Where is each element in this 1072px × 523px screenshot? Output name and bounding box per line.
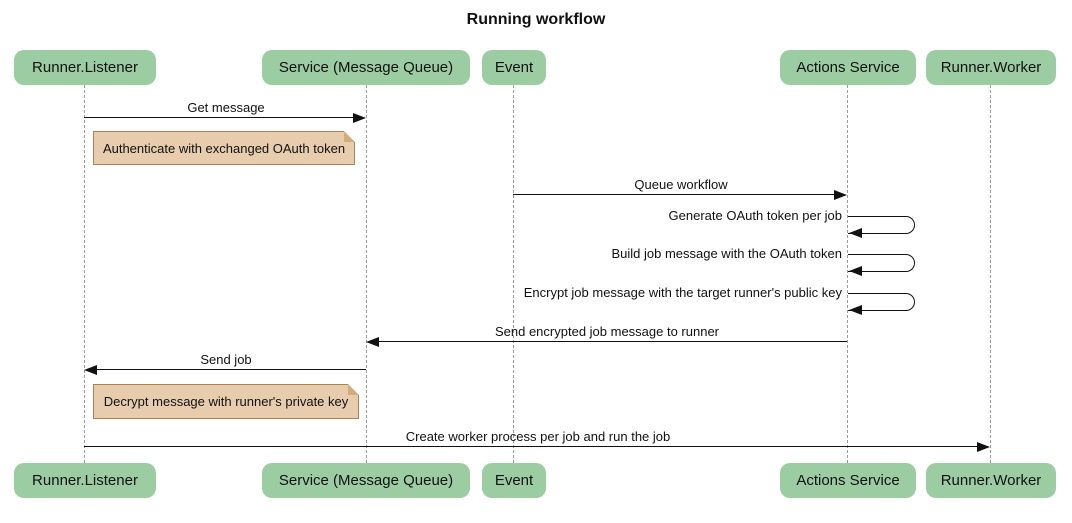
message-label-get-message: Get message — [187, 100, 265, 115]
arrowhead-right-icon — [353, 113, 366, 123]
lifeline-runner-worker — [990, 85, 991, 463]
message-label-send-encrypted: Send encrypted job message to runner — [494, 324, 720, 339]
message-line-create-worker — [84, 446, 978, 447]
lifeline-service-mq — [366, 85, 367, 463]
arrowhead-left-icon — [366, 337, 379, 347]
arrowhead-left-icon — [849, 266, 862, 276]
actor-top-service-mq: Service (Message Queue) — [262, 50, 470, 85]
arrowhead-left-icon — [849, 305, 862, 315]
actor-top-actions-service: Actions Service — [780, 50, 916, 85]
lifeline-actions-service — [847, 85, 848, 463]
arrowhead-left-icon — [849, 228, 862, 238]
actor-top-runner-listener: Runner.Listener — [14, 50, 156, 85]
diagram-title: Running workflow — [466, 11, 606, 28]
message-label-send-job: Send job — [200, 352, 252, 367]
self-message-label-encrypt-message: Encrypt job message with the target runn… — [523, 285, 842, 300]
arrowhead-left-icon — [84, 365, 97, 375]
actor-bottom-actions-service: Actions Service — [780, 463, 916, 498]
self-message-label-generate-token: Generate OAuth token per job — [668, 208, 842, 223]
self-loop-line — [848, 293, 915, 311]
self-loop-line — [848, 216, 915, 234]
lifeline-runner-listener — [84, 85, 85, 463]
self-loop-line — [848, 254, 915, 272]
actor-top-runner-worker: Runner.Worker — [926, 50, 1056, 85]
arrowhead-right-icon — [977, 442, 990, 452]
actor-bottom-event: Event — [482, 463, 546, 498]
lifeline-event — [513, 85, 514, 463]
note-authenticate: Authenticate with exchanged OAuth token — [93, 131, 355, 165]
self-message-label-build-message: Build job message with the OAuth token — [611, 246, 842, 261]
actor-bottom-runner-worker: Runner.Worker — [926, 463, 1056, 498]
message-label-create-worker: Create worker process per job and run th… — [405, 429, 671, 444]
actor-top-event: Event — [482, 50, 546, 85]
actor-bottom-runner-listener: Runner.Listener — [14, 463, 156, 498]
arrowhead-right-icon — [834, 190, 847, 200]
message-line-queue-workflow — [513, 194, 835, 195]
message-line-get-message — [84, 117, 354, 118]
actor-bottom-service-mq: Service (Message Queue) — [262, 463, 470, 498]
message-line-send-job — [96, 369, 366, 370]
message-line-send-encrypted — [378, 341, 847, 342]
message-label-queue-workflow: Queue workflow — [634, 177, 728, 192]
note-decrypt: Decrypt message with runner's private ke… — [93, 384, 359, 419]
